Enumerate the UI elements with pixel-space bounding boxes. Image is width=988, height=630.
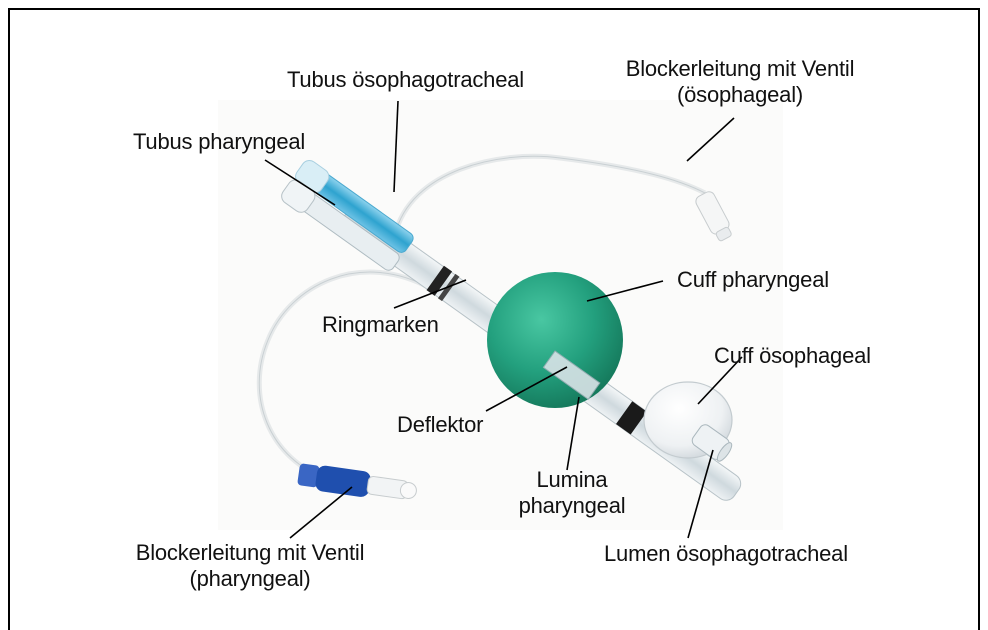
label-blockerleitung-pharyngeal-line2: (pharyngeal) <box>123 566 377 592</box>
label-deflektor: Deflektor <box>397 412 483 438</box>
label-cuff-pharyngeal: Cuff pharyngeal <box>677 267 829 293</box>
label-blockerleitung-oesophageal: Blockerleitung mit Ventil (ösophageal) <box>617 56 863 108</box>
label-tubus-pharyngeal: Tubus pharyngeal <box>133 129 305 155</box>
label-lumina-pharyngeal: Lumina pharyngeal <box>510 467 634 519</box>
label-blockerleitung-pharyngeal-line1: Blockerleitung mit Ventil <box>123 540 377 566</box>
label-lumina-line1: Lumina <box>510 467 634 493</box>
label-lumina-line2: pharyngeal <box>510 493 634 519</box>
label-ringmarken: Ringmarken <box>322 312 439 338</box>
cuff-pharyngeal-sphere <box>487 272 623 408</box>
label-cuff-oesophageal: Cuff ösophageal <box>714 343 871 369</box>
label-lumen-oesophagotracheal: Lumen ösophagotracheal <box>604 541 848 567</box>
label-blockerleitung-pharyngeal: Blockerleitung mit Ventil (pharyngeal) <box>123 540 377 592</box>
label-blockerleitung-oesophageal-line1: Blockerleitung mit Ventil <box>617 56 863 82</box>
label-tubus-oesophagotracheal: Tubus ösophagotracheal <box>287 67 524 93</box>
label-blockerleitung-oesophageal-line2: (ösophageal) <box>617 82 863 108</box>
